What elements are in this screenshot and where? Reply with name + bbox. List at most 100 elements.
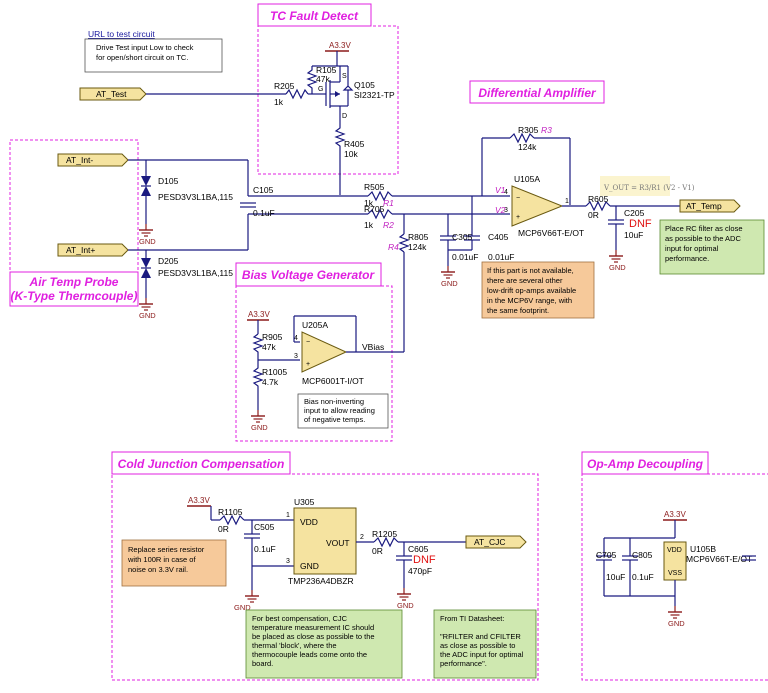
cjc-note-l5: thermocouple leads come onto the bbox=[252, 650, 367, 659]
ti-note-l6: performance". bbox=[440, 659, 487, 668]
at-int-minus-port[interactable] bbox=[57, 153, 129, 167]
svg-text:1: 1 bbox=[565, 198, 569, 205]
at-temp-port[interactable] bbox=[679, 199, 741, 213]
cjc-box bbox=[111, 473, 539, 681]
r805-val: 124k bbox=[408, 242, 427, 252]
gnd-label-c305: GND bbox=[441, 279, 458, 288]
r905-val: 47k bbox=[262, 342, 276, 352]
c605-val: 470pF bbox=[408, 566, 432, 576]
decoupling-title: Op-Amp Decoupling bbox=[587, 457, 704, 471]
svg-text:−: − bbox=[516, 195, 520, 202]
gnd-label-decoup: GND bbox=[668, 619, 685, 628]
u305-pin-vdd: VDD bbox=[300, 517, 318, 527]
r505-val: 1k bbox=[364, 198, 374, 208]
at-cjc-port[interactable] bbox=[465, 535, 527, 549]
gnd-label-d205: GND bbox=[139, 311, 156, 320]
decoup-rail-label: A3.3V bbox=[664, 510, 686, 519]
gnd-label-d105: GND bbox=[139, 237, 156, 246]
air-temp-subtitle: (K-Type Thermcouple) bbox=[11, 289, 138, 303]
r205-val: 1k bbox=[274, 97, 284, 107]
url-link[interactable]: URL to test circuit bbox=[88, 29, 155, 39]
c805-val: 0.1uF bbox=[632, 572, 654, 582]
c505-val: 0.1uF bbox=[254, 544, 276, 554]
gnd-label-c205: GND bbox=[609, 263, 626, 272]
d205-val: PESD3V3L1BA,115 bbox=[158, 268, 233, 278]
svg-text:3: 3 bbox=[286, 558, 290, 565]
drive-test-note-box bbox=[84, 38, 223, 73]
gnd-label-bias: GND bbox=[251, 423, 268, 432]
svg-text:−: − bbox=[306, 339, 310, 346]
r205-ref: R205 bbox=[274, 81, 295, 91]
r605-val: 0R bbox=[588, 210, 599, 220]
r805-ref: R805 bbox=[408, 232, 429, 242]
svg-text:4: 4 bbox=[294, 335, 298, 342]
cjc-note-box bbox=[245, 609, 403, 679]
bias-note-l1: Bias non-inverting bbox=[304, 397, 364, 406]
u105b-pin-vss: VSS bbox=[668, 570, 682, 577]
ti-note-box bbox=[433, 609, 537, 679]
alt-note-l2: there are several other bbox=[487, 276, 563, 285]
u205a-ref: U205A bbox=[302, 320, 328, 330]
c805-ref: C805 bbox=[632, 550, 653, 560]
u205a-val: MCP6001T-I/OT bbox=[302, 376, 364, 386]
d105-val: PESD3V3L1BA,115 bbox=[158, 192, 233, 202]
series-note-l3: noise on 3.3V rail. bbox=[128, 565, 188, 574]
r105-val: 47k bbox=[316, 74, 330, 84]
series-res-note-box bbox=[121, 539, 227, 587]
bias-rail-label: A3.3V bbox=[248, 310, 270, 319]
drive-test-note-l1: Drive Test input Low to check bbox=[96, 43, 194, 52]
cjc-title-box bbox=[111, 451, 291, 475]
c305-ref: C305 bbox=[452, 232, 473, 242]
at-temp-label: AT_Temp bbox=[686, 201, 722, 211]
r1005-val: 4.7k bbox=[262, 377, 279, 387]
tc-fault-title-box bbox=[257, 3, 372, 27]
bias-gen-title-box bbox=[235, 262, 382, 287]
c205-val: 10uF bbox=[624, 230, 643, 240]
c605-dnf: DNF bbox=[413, 554, 436, 566]
cjc-note-l1: For best compensation, CJC bbox=[252, 614, 348, 623]
series-note-l2: with 100R in case of bbox=[127, 555, 196, 564]
u305-pin-vout: VOUT bbox=[326, 538, 350, 548]
tc-fault-title: TC Fault Detect bbox=[270, 9, 359, 23]
bias-note-box bbox=[297, 393, 389, 429]
u105b-pin-vdd: VDD bbox=[667, 547, 682, 554]
u305-ic bbox=[293, 507, 357, 575]
q105-val: SI2321-TP bbox=[354, 90, 395, 100]
rc-note-l1: Place RC filter as close bbox=[665, 224, 743, 233]
u305-pin-gnd: GND bbox=[300, 561, 319, 571]
r1005-ref: R1005 bbox=[262, 367, 287, 377]
d205-ref: D205 bbox=[158, 256, 179, 266]
cjc-note-l4: thermal 'block', where the bbox=[252, 641, 337, 650]
at-int-plus-label: AT_Int+ bbox=[66, 245, 95, 255]
alt-note-l5: the same footprint. bbox=[487, 306, 549, 315]
alt-opamp-note-box bbox=[481, 261, 595, 319]
alt-note-l4: in the MCP6V range, with bbox=[487, 296, 572, 305]
r1105-ref: R1105 bbox=[218, 507, 243, 517]
c105-val: 0.1uF bbox=[253, 208, 275, 218]
c705-val: 10uF bbox=[606, 572, 625, 582]
svg-text:+: + bbox=[306, 361, 310, 368]
c205-ref: C205 bbox=[624, 208, 645, 218]
svg-text:D: D bbox=[342, 113, 347, 120]
at-test-port[interactable] bbox=[79, 87, 147, 101]
v2-label: V2 bbox=[495, 205, 506, 215]
at-cjc-label: AT_CJC bbox=[474, 537, 506, 547]
r905-ref: R905 bbox=[262, 332, 283, 342]
ti-note-l1: From TI Datasheet: bbox=[440, 614, 504, 623]
svg-text:3: 3 bbox=[504, 207, 508, 214]
alt-note-l3: low-drift op-amps available bbox=[487, 286, 576, 295]
svg-text:2: 2 bbox=[360, 534, 364, 541]
tc-rail-label: A3.3V bbox=[329, 41, 351, 50]
svg-text:1: 1 bbox=[286, 512, 290, 519]
r305-ref: R305 bbox=[518, 125, 539, 135]
series-note-l1: Replace series resistor bbox=[128, 545, 205, 554]
q105-ref: Q105 bbox=[354, 80, 375, 90]
cjc-title: Cold Junction Compensation bbox=[118, 457, 285, 471]
u105a-opamp bbox=[511, 185, 564, 227]
r705-alias: R2 bbox=[383, 220, 394, 230]
at-int-plus-port[interactable] bbox=[57, 243, 129, 257]
ti-note-l3: "RFILTER and CFILTER bbox=[440, 632, 521, 641]
c205-dnf: DNF bbox=[629, 218, 652, 230]
r305-val: 124k bbox=[518, 142, 537, 152]
